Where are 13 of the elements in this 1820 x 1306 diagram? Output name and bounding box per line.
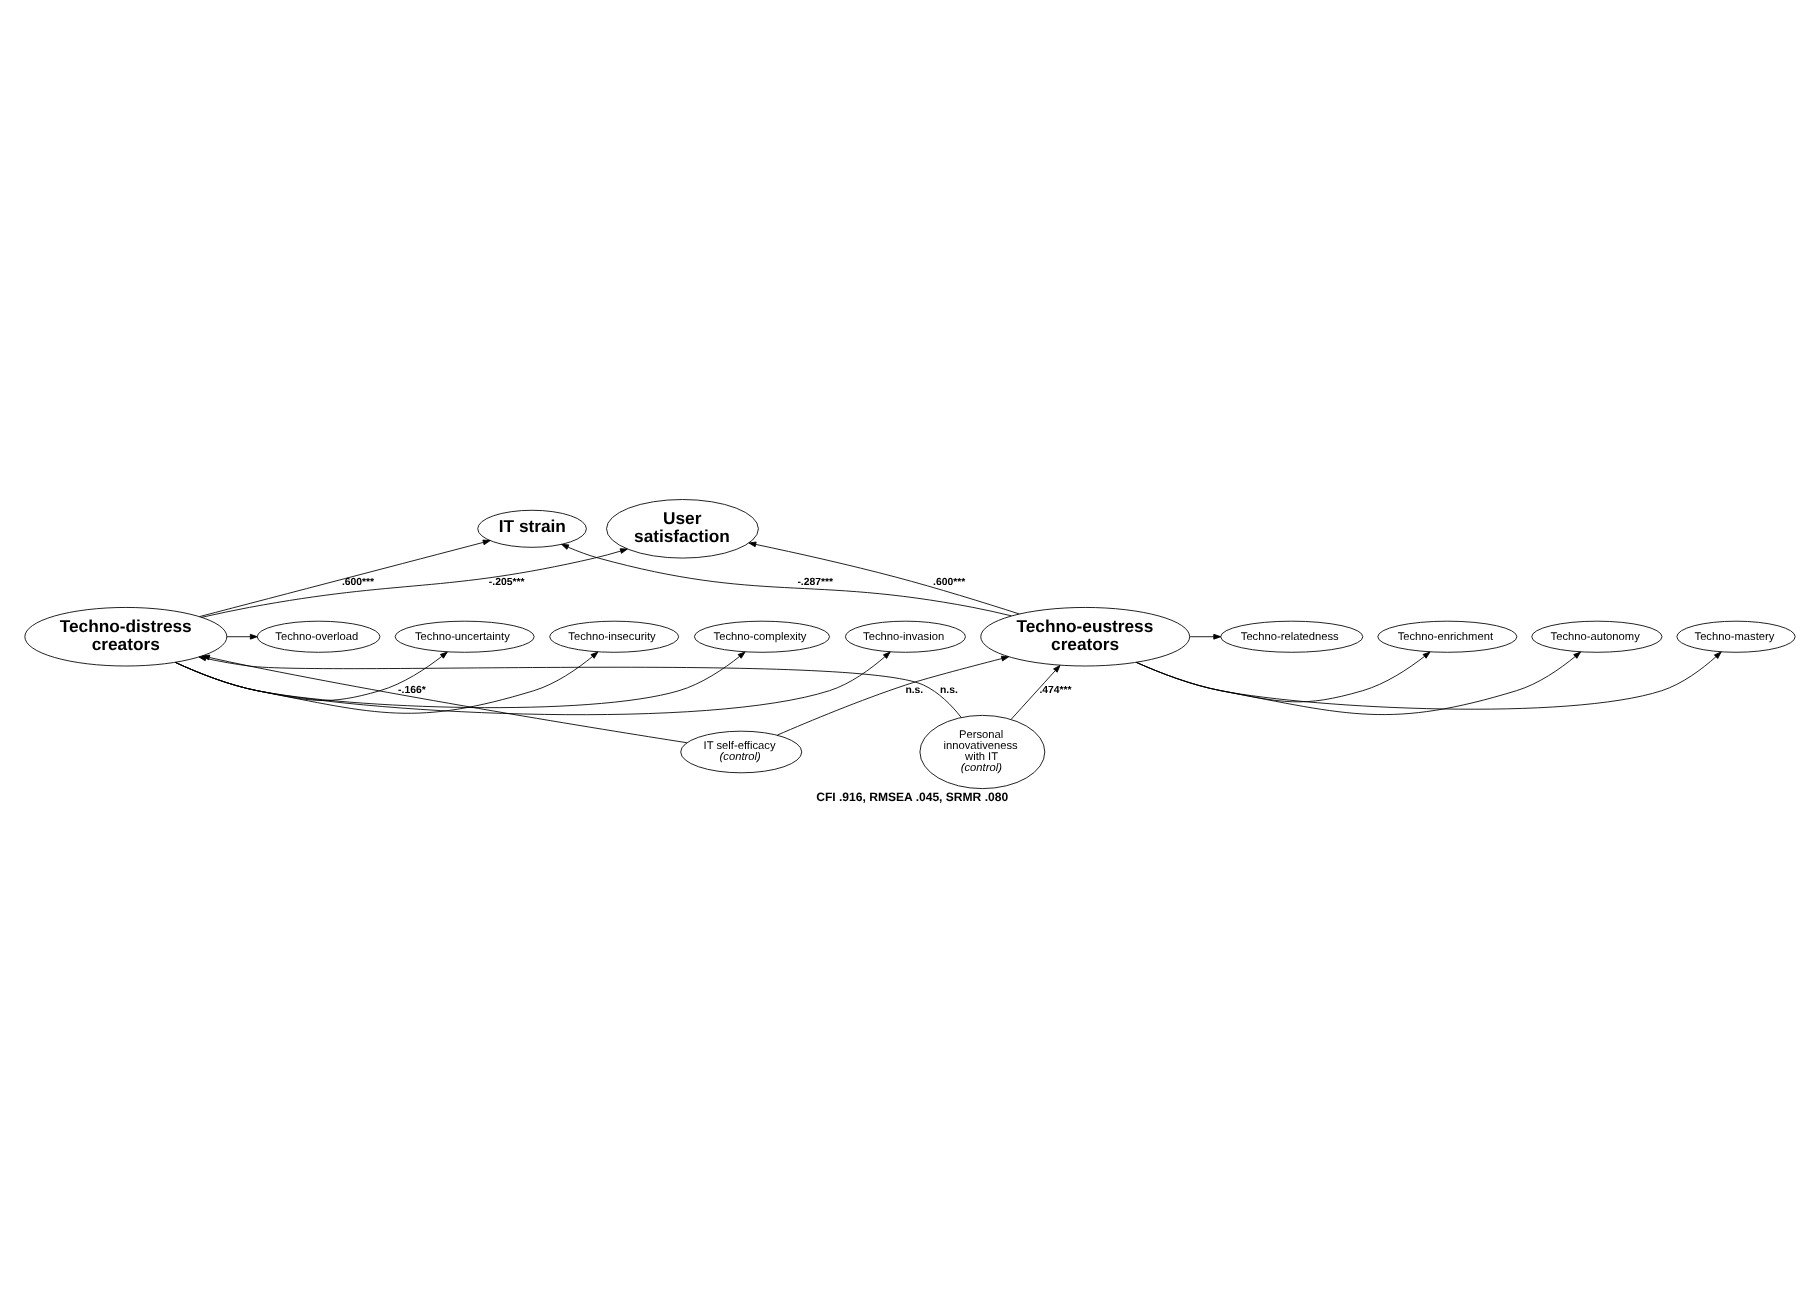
arrow: [201, 547, 628, 617]
arrow: [1010, 664, 1061, 719]
arrow: [748, 540, 1020, 614]
arrow: [1135, 650, 1581, 714]
arrow: [199, 538, 491, 617]
arrow: [1135, 650, 1722, 709]
arrow: [561, 542, 1012, 616]
arrow: [1135, 650, 1431, 702]
arrow: [1189, 632, 1222, 639]
arrow: [226, 632, 258, 639]
node-ellipse: Techno-distress creators: [24, 606, 228, 666]
arrow: [776, 654, 1010, 735]
node-ellipse: Techno-eustress creators: [980, 606, 1191, 666]
